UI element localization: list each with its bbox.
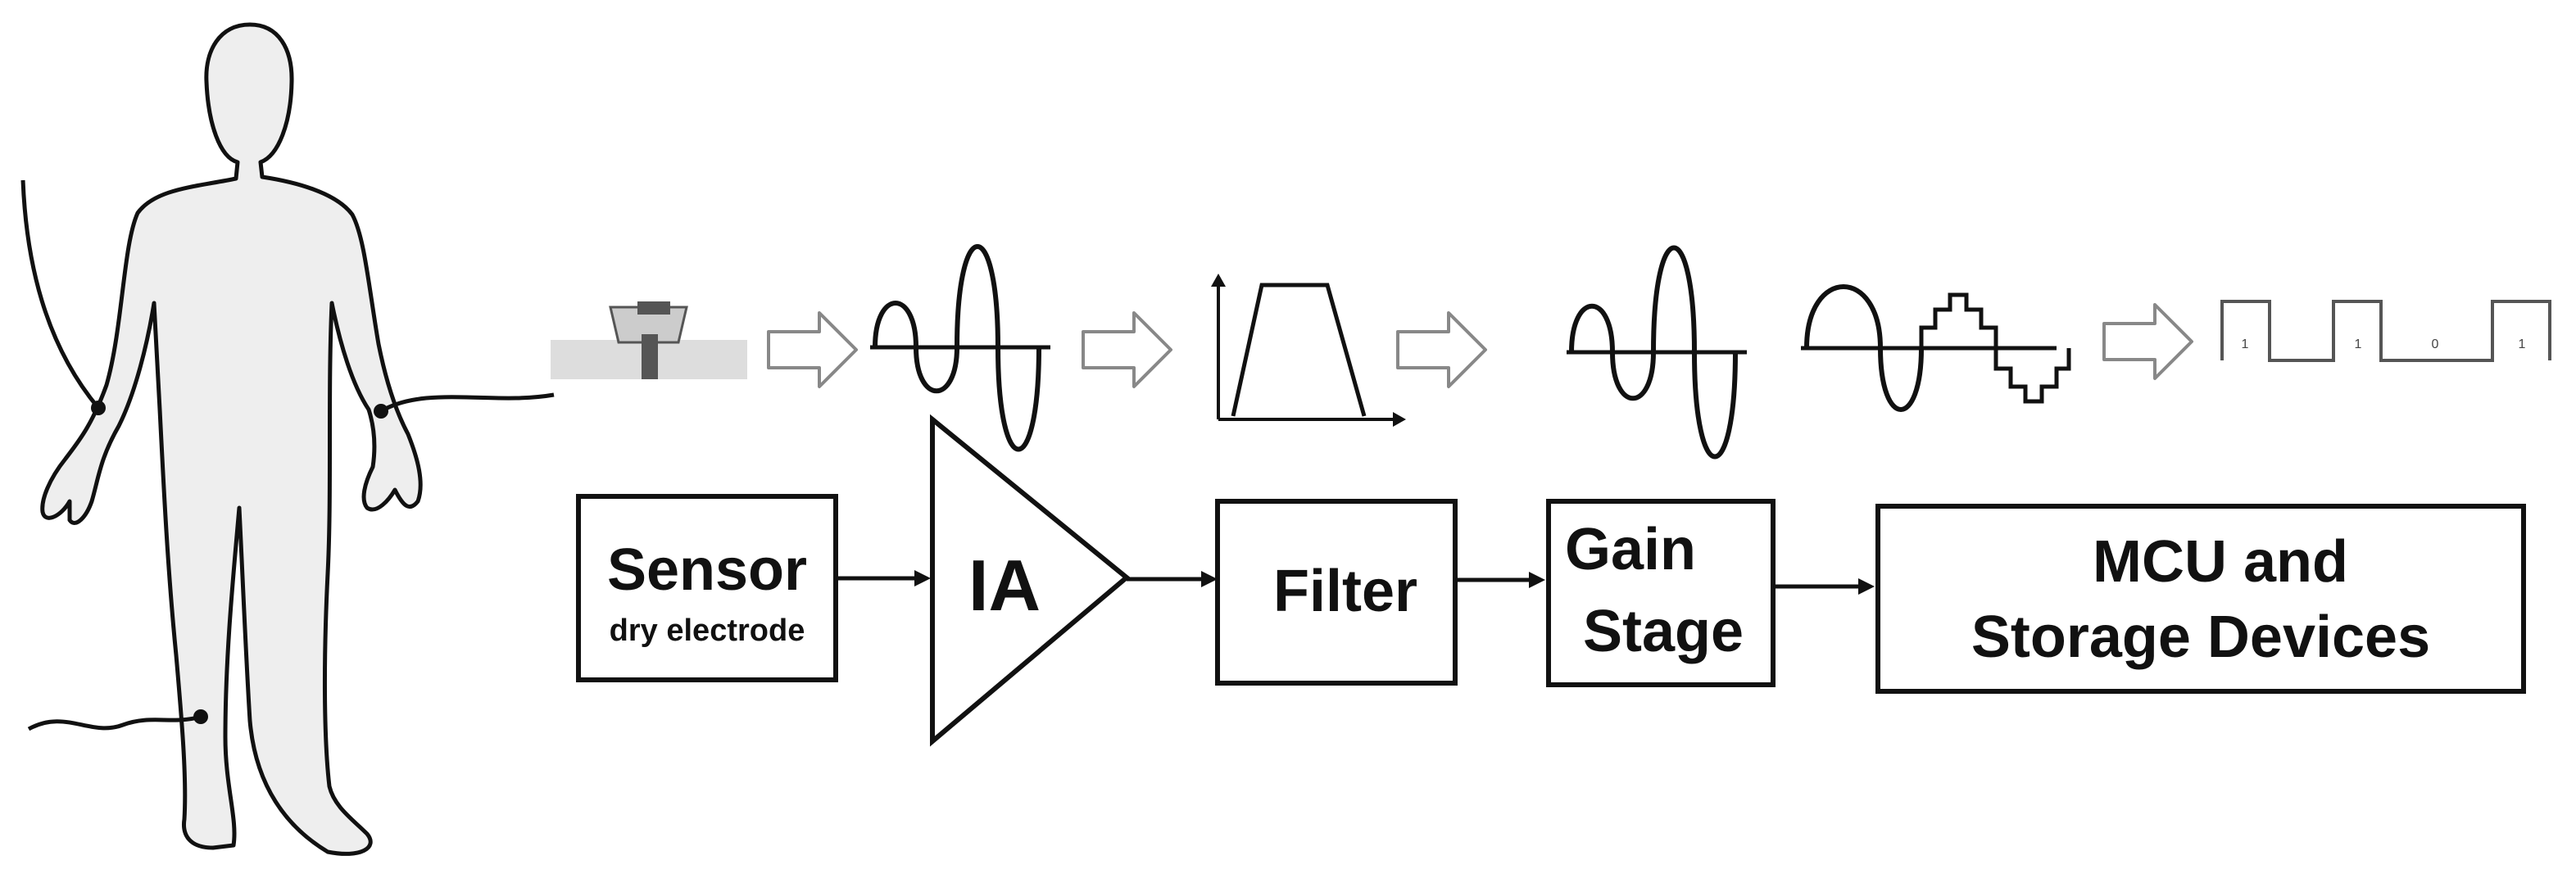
electrode-wire-leg xyxy=(27,714,202,731)
filter-block: Filter xyxy=(1215,499,1458,686)
digital-bit-label: 1 xyxy=(2519,337,2526,351)
digital-output-pulses-icon: 1 1 0 1 xyxy=(2220,300,2551,362)
mcu-label-line2: Storage Devices xyxy=(1971,604,2430,670)
digital-bit-label: 1 xyxy=(2355,337,2362,351)
mcu-storage-block: MCU and Storage Devices xyxy=(1875,504,2526,694)
arrow-filter-to-gain xyxy=(1455,572,1545,588)
amplified-signal-wave-icon xyxy=(1567,245,1747,460)
gain-stage-label-line2: Stage xyxy=(1583,599,1744,664)
electrode-dot-left-wrist xyxy=(374,404,388,419)
electrode-dot-right-wrist xyxy=(91,401,106,415)
ia-label: IA xyxy=(968,545,1041,626)
quantized-signal-wave-icon xyxy=(1801,284,2071,412)
bandpass-filter-response-icon xyxy=(1211,274,1406,427)
filter-label: Filter xyxy=(1273,559,1417,624)
hollow-arrow-icon xyxy=(2102,303,2193,380)
raw-signal-wave-icon xyxy=(870,244,1050,452)
dry-electrode-icon xyxy=(551,301,747,379)
gain-stage-label-line1: Gain xyxy=(1565,517,1696,582)
instrumentation-amplifier-block: IA xyxy=(930,414,1131,747)
electrode-dot-leg xyxy=(193,709,208,724)
hollow-arrow-icon xyxy=(1396,311,1487,388)
digital-bit-label: 1 xyxy=(2242,337,2249,351)
arrow-sensor-to-ia xyxy=(836,570,931,586)
electrode-wire-left-wrist xyxy=(379,392,555,414)
electrode-wire-right-wrist xyxy=(20,179,100,410)
arrow-ia-to-filter xyxy=(1127,571,1218,587)
digital-bit-label: 0 xyxy=(2432,337,2439,351)
human-body-figure xyxy=(20,22,555,856)
sensor-block-title: Sensor xyxy=(607,537,807,603)
arrow-gain-to-mcu xyxy=(1773,578,1875,595)
hollow-arrow-icon xyxy=(767,311,858,388)
body-silhouette xyxy=(40,22,423,856)
gain-stage-block: Gain Stage xyxy=(1546,499,1776,687)
mcu-label-line1: MCU and xyxy=(2093,529,2348,595)
hollow-arrow-icon xyxy=(1082,311,1172,388)
sensor-block: Sensor dry electrode xyxy=(576,494,838,682)
sensor-block-subtitle: dry electrode xyxy=(610,614,805,648)
